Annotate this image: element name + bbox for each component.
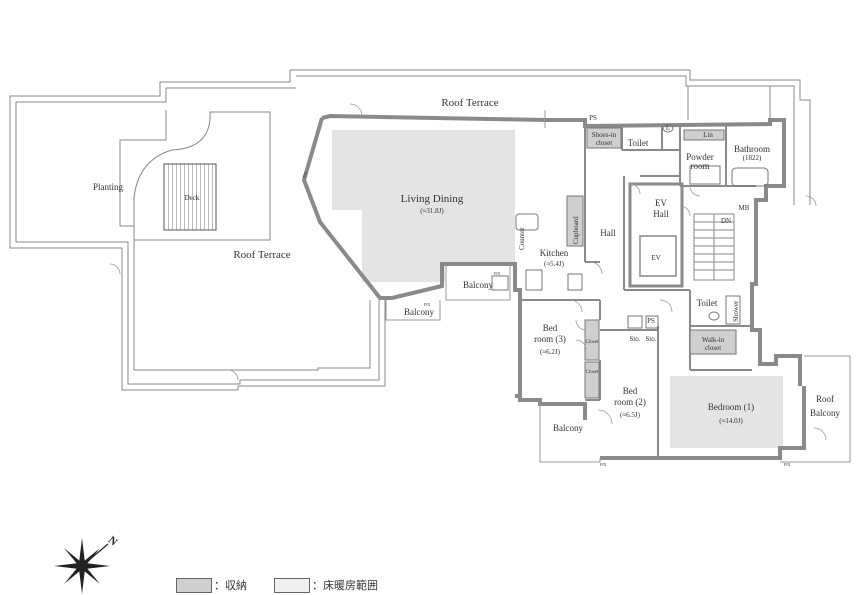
label-balcony-2: Balcony xyxy=(404,307,434,317)
legend-label-floor-heating: ：床暖房範囲 xyxy=(312,580,378,592)
label-kitchen: Kitchen xyxy=(540,248,569,258)
legend-swatch-floor-heating xyxy=(274,577,310,593)
legend-storage: ：収納 xyxy=(176,577,247,593)
label-walk-in-2: closet xyxy=(705,344,721,352)
exterior-thin-lines xyxy=(385,110,851,463)
label-kitchen-area: (≈5.4J) xyxy=(544,260,565,268)
label-closet-1: Closet xyxy=(586,340,599,345)
roof-terrace-left-outline xyxy=(9,70,386,391)
label-cupboard: Cupboard xyxy=(572,216,580,244)
label-lin: Lin xyxy=(703,131,713,139)
label-living-dining: Living Dining xyxy=(401,193,464,205)
closet-1 xyxy=(584,319,600,361)
label-ps-2: PS xyxy=(647,317,655,325)
storage-areas xyxy=(566,127,737,399)
label-bedroom2-2: room (2) xyxy=(614,397,646,407)
toilet-bowl-1 xyxy=(662,123,674,133)
floor-heating-zones xyxy=(332,130,783,448)
balcony-unit xyxy=(491,275,509,291)
label-roof-terrace-top: Roof Terrace xyxy=(441,97,498,109)
label-sto-2: Sto. xyxy=(645,335,656,343)
label-living-dining-area: (≈31.8J) xyxy=(420,207,444,215)
label-counter: Counter xyxy=(518,227,526,250)
label-shoes-in-2: closet xyxy=(596,139,612,147)
door-swings xyxy=(109,103,827,441)
compass-north-label: N xyxy=(106,534,120,548)
walk-in-closet xyxy=(689,329,737,355)
room-labels: Roof Terrace Roof Terrace Planting Deck … xyxy=(93,97,841,467)
label-powder-room-1: Powder xyxy=(686,152,714,162)
label-dn: DN xyxy=(721,217,731,225)
legend-swatch-storage xyxy=(176,577,212,593)
fixtures xyxy=(491,123,769,329)
label-fix-4: FIX xyxy=(600,462,607,467)
label-roof-terrace-left: Roof Terrace xyxy=(233,249,290,261)
label-fix-1: FIX xyxy=(301,170,308,178)
label-fix-5: FIX xyxy=(784,462,791,467)
fridge xyxy=(567,273,583,291)
label-ps-1: PS xyxy=(589,114,597,122)
shoes-in-closet xyxy=(586,127,622,149)
unit-walls xyxy=(301,113,806,460)
label-sto-1: Sto. xyxy=(629,335,640,343)
legend-label-storage: ：収納 xyxy=(214,580,247,592)
label-bathroom-size: (1822) xyxy=(743,154,762,162)
label-shoes-in-1: Shoes-in xyxy=(592,131,617,139)
label-bedroom3-2: room (3) xyxy=(534,334,566,344)
label-bedroom1: Bedroom (1) xyxy=(708,402,754,412)
label-ev-hall-1: EV xyxy=(655,198,667,208)
toilet-bowl-2 xyxy=(708,311,720,321)
label-walk-in-1: Walk-in xyxy=(702,336,725,344)
label-fix-2: FIX xyxy=(494,271,501,276)
label-bedroom2-1: Bed xyxy=(623,386,638,396)
compass-rose: N xyxy=(54,534,120,594)
linen-closet xyxy=(683,129,725,141)
deck-pattern xyxy=(163,163,217,231)
storage-cabinet xyxy=(627,315,643,329)
cupboard xyxy=(566,195,584,247)
label-deck: Deck xyxy=(185,194,200,202)
label-bedroom3-1: Bed xyxy=(543,323,558,333)
vanity xyxy=(689,165,721,185)
label-fix-3: FIX xyxy=(424,302,431,307)
label-bedroom1-area: (≈14.0J) xyxy=(719,417,743,425)
label-shower: Shower xyxy=(732,300,740,322)
shower-stall xyxy=(725,295,741,325)
label-l: L xyxy=(666,124,670,132)
elevator-shaft xyxy=(628,182,684,288)
label-planting: Planting xyxy=(93,182,124,192)
label-closet-2: Closet xyxy=(586,370,599,375)
label-mb: MB xyxy=(739,204,750,212)
deck-area xyxy=(133,111,271,241)
label-powder-room-2: room xyxy=(691,161,710,171)
roof-terrace-top-outline xyxy=(290,69,811,205)
label-balcony-3: Balcony xyxy=(553,423,583,433)
label-roof-balcony-2: Balcony xyxy=(810,408,840,418)
label-bedroom2-area: (≈6.5J) xyxy=(620,411,641,419)
label-toilet-1: Toilet xyxy=(628,138,649,148)
label-balcony-1: Balcony xyxy=(463,280,493,290)
label-bedroom3-area: (≈6.2J) xyxy=(540,348,561,356)
label-ev-hall-2: Hall xyxy=(653,209,669,219)
storage-cabinet-2 xyxy=(645,315,659,329)
label-toilet-2: Toilet xyxy=(697,298,718,308)
label-hall: Hall xyxy=(600,228,616,238)
label-roof-balcony-1: Roof xyxy=(816,394,834,404)
closet-2 xyxy=(584,361,600,399)
legend-floor-heating: ：床暖房範囲 xyxy=(274,577,378,593)
label-bathroom: Bathroom xyxy=(734,144,770,154)
stove xyxy=(525,269,543,291)
label-ev: EV xyxy=(651,254,660,262)
staircase xyxy=(693,213,735,281)
bathtub xyxy=(731,167,769,187)
kitchen-sink xyxy=(515,213,539,231)
